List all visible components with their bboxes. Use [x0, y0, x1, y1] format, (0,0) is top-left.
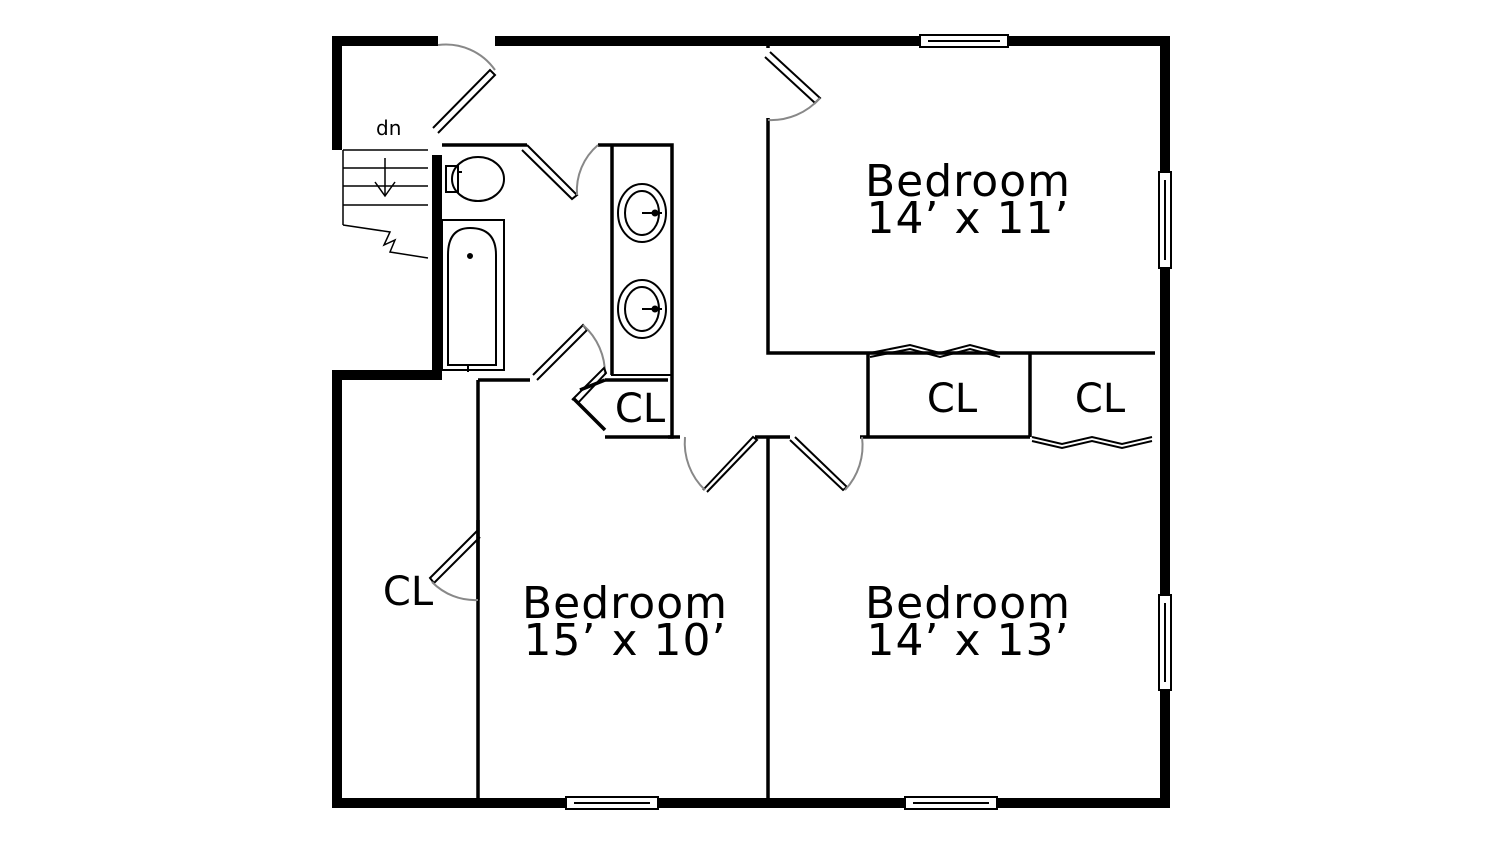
- stair-direction-label: dn: [376, 116, 401, 140]
- window-south-right: [904, 796, 998, 810]
- closet-west-label: CL: [383, 569, 434, 615]
- door-bedroom-ne: [764, 51, 822, 122]
- door-bedroom-sw: [683, 435, 759, 493]
- window-east-upper: [1158, 171, 1172, 269]
- window-east-lower: [1158, 594, 1172, 691]
- labels: dn Bedroom 14’ x 11’ Bedroom 15’ x 10’ B…: [376, 116, 1126, 666]
- bathroom-fixtures: [441, 144, 673, 376]
- bedroom-se-dims: 14’ x 13’: [867, 615, 1070, 666]
- door-bath-lower: [532, 323, 607, 381]
- bedroom-ne-name: Bedroom: [865, 156, 1071, 207]
- toilet-icon: [445, 156, 505, 202]
- bedroom-sw-dims: 15’ x 10’: [524, 615, 727, 666]
- closet-hall-label: CL: [615, 386, 666, 432]
- door-bedroom-se: [789, 436, 864, 492]
- sink-lower-icon: [617, 279, 667, 339]
- sink-upper-icon: [617, 183, 667, 243]
- stairs: [342, 149, 429, 259]
- interior-walls: [442, 41, 1155, 799]
- closet-east-b-label: CL: [1075, 376, 1126, 422]
- closet-east-a-label: CL: [927, 376, 978, 422]
- bedroom-se-name: Bedroom: [865, 578, 1071, 629]
- window-south-left: [565, 796, 659, 810]
- bathtub-icon: [441, 219, 505, 372]
- window-north: [919, 34, 1009, 48]
- doors: [428, 43, 864, 602]
- door-stair: [432, 43, 497, 134]
- door-bath-upper: [521, 144, 599, 201]
- door-hall-closet: [571, 366, 608, 405]
- vanity-icon: [611, 144, 673, 376]
- bifold-doors: [869, 343, 1153, 450]
- bedroom-sw-name: Bedroom: [522, 578, 728, 629]
- bedroom-ne-dims: 14’ x 11’: [867, 193, 1070, 244]
- windows: [565, 34, 1172, 810]
- door-west-closet: [428, 529, 481, 602]
